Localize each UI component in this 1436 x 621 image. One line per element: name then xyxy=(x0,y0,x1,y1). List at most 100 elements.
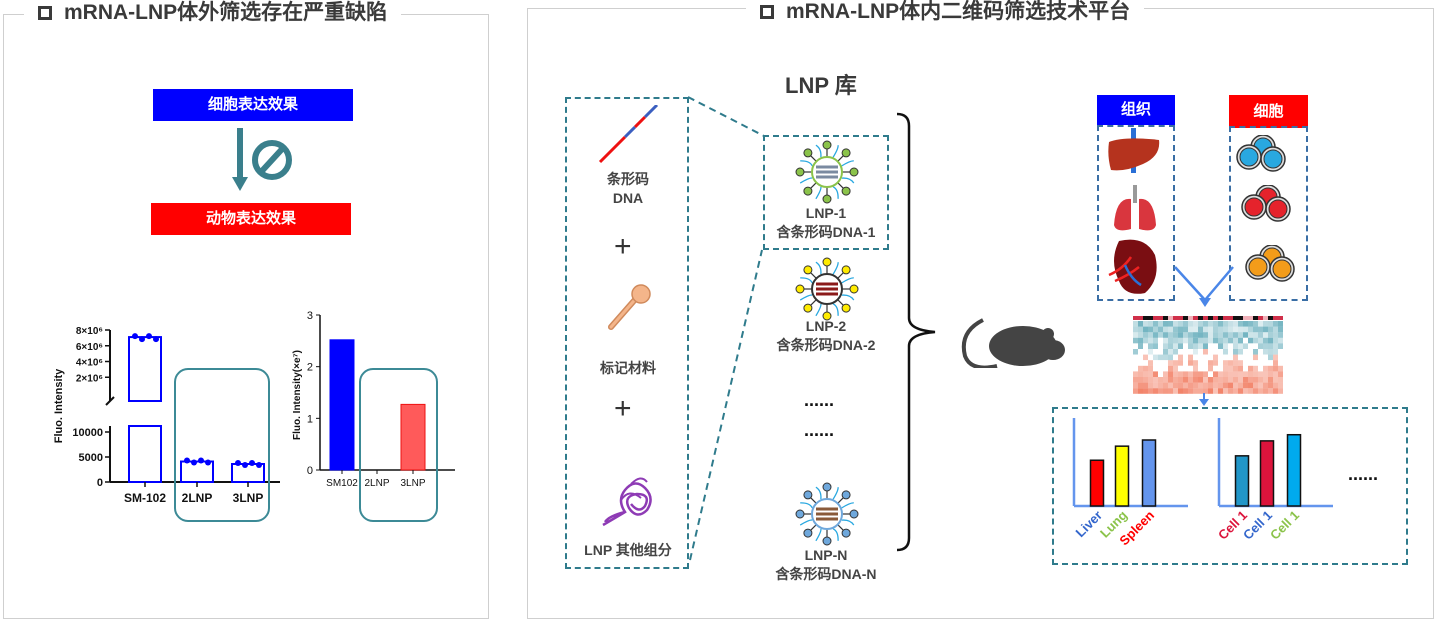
heatmap-cell xyxy=(1263,337,1268,344)
heatmap-cell xyxy=(1208,354,1213,361)
heatmap-cell xyxy=(1233,349,1238,355)
heatmap-cell xyxy=(1183,365,1188,372)
lnp-tail xyxy=(832,528,839,541)
lnp-tail xyxy=(815,528,822,542)
heatmap-cell xyxy=(1228,354,1233,361)
heatmap-cell xyxy=(1218,371,1223,377)
heatmap-cell xyxy=(1168,388,1173,394)
lnp-ligand-head xyxy=(795,284,805,294)
heatmap-cell xyxy=(1173,382,1178,389)
mouse-icon xyxy=(961,318,1065,368)
lnp-tail xyxy=(841,519,855,526)
heatmap-cell xyxy=(1218,388,1223,394)
heatmap-cell xyxy=(1223,365,1228,372)
heatmap-cell xyxy=(1243,377,1248,383)
heatmap-cell xyxy=(1198,337,1203,344)
heatmap-cell xyxy=(1233,321,1238,327)
heatmap-cell xyxy=(1213,354,1218,361)
heatmap-cell xyxy=(1243,382,1248,389)
label-material-label: 标记材料 xyxy=(600,360,656,376)
heatmap-cell xyxy=(1233,365,1238,372)
heatmap-cell xyxy=(1228,343,1233,349)
x-label: Liver xyxy=(1073,508,1106,541)
lnp-ligand-head xyxy=(822,194,832,204)
heatmap-cell xyxy=(1228,337,1233,344)
heatmap-cell xyxy=(1248,365,1253,372)
heatmap-cell xyxy=(1223,332,1228,338)
data-point xyxy=(205,459,211,466)
heatmap-annotation-cell xyxy=(1233,316,1238,320)
lnp-ligand-head xyxy=(849,167,859,177)
heatmap-cell xyxy=(1208,360,1213,366)
heatmap-cell xyxy=(1133,354,1138,361)
y-tick-label: 10000 xyxy=(72,427,103,439)
heatmap-cell xyxy=(1198,360,1203,366)
heatmap-cell xyxy=(1158,360,1163,366)
lnp-dna-strand xyxy=(816,165,838,169)
heatmap-cell xyxy=(1183,332,1188,338)
heatmap-cell xyxy=(1178,365,1183,372)
heatmap-cell xyxy=(1208,332,1213,338)
heatmap-cell xyxy=(1138,326,1143,333)
heatmap-cell xyxy=(1258,321,1263,327)
heatmap-cell xyxy=(1258,332,1263,338)
highlight-box-2lnp-3lnp-2 xyxy=(359,368,438,522)
cell-body xyxy=(1272,259,1292,279)
y-tick-label: 1 xyxy=(307,413,313,425)
heatmap-cell xyxy=(1143,388,1148,394)
heatmap-cell xyxy=(1188,388,1193,394)
heatmap-cell xyxy=(1238,371,1243,377)
heatmap-cell xyxy=(1168,321,1173,327)
y-tick-label: 5000 xyxy=(79,452,103,464)
heatmap-cell xyxy=(1223,326,1228,333)
y-axis-label: Fluo. Intensity xyxy=(53,368,65,443)
converging-arrows xyxy=(1174,266,1234,307)
data-point xyxy=(242,462,248,468)
plus-sign-2: + xyxy=(614,392,632,425)
heatmap-annotation-cell xyxy=(1163,316,1168,320)
heatmap-cell xyxy=(1158,365,1163,372)
lnp-dna-strand xyxy=(816,175,838,179)
heatmap-cell xyxy=(1153,349,1158,355)
lnp-tail xyxy=(832,145,839,158)
heatmap-cell xyxy=(1183,349,1188,355)
heatmap-cell xyxy=(1203,354,1208,361)
heatmap-cell xyxy=(1248,371,1253,377)
heatmap-annotation-cell xyxy=(1168,316,1173,320)
heatmap-cell xyxy=(1248,337,1253,344)
heatmap-cell xyxy=(1203,365,1208,372)
arrow-head xyxy=(232,177,248,191)
heatmap-cell xyxy=(1168,354,1173,361)
heatmap-cell xyxy=(1168,337,1173,344)
lnp-tail xyxy=(841,277,854,284)
heatmap-annotation-cell xyxy=(1253,316,1258,320)
heatmap-cell xyxy=(1133,343,1138,349)
ellipsis-1: ...... xyxy=(804,390,835,410)
heatmap-cell xyxy=(1273,388,1278,394)
heatmap-cell xyxy=(1153,377,1158,383)
lnp-dna-strand xyxy=(816,170,838,174)
heatmap-cell xyxy=(1268,337,1273,344)
heatmap-cell xyxy=(1208,343,1213,349)
heatmap-cell xyxy=(1268,326,1273,333)
heatmap-cell xyxy=(1278,388,1283,394)
lnp-tail xyxy=(800,277,813,284)
heatmap-cell xyxy=(1213,365,1218,372)
heatmap-cell xyxy=(1223,337,1228,344)
heatmap-cell xyxy=(1218,332,1223,338)
heatmap-cell xyxy=(1213,371,1218,377)
heatmap-cell xyxy=(1163,382,1168,389)
lnp-ligand-head xyxy=(803,148,813,158)
heatmap-cell xyxy=(1168,343,1173,349)
heatmap-cell xyxy=(1228,321,1233,327)
heatmap-cell xyxy=(1148,332,1153,338)
heatmap-cell xyxy=(1143,332,1148,338)
heatmap-cell xyxy=(1158,354,1163,361)
heatmap-cell xyxy=(1208,337,1213,344)
heatmap-cell xyxy=(1238,343,1243,349)
heatmap-cell xyxy=(1173,326,1178,333)
heatmap-cell xyxy=(1213,388,1218,394)
down-arrow-icon xyxy=(1199,393,1209,406)
heatmap-cell xyxy=(1278,382,1283,389)
